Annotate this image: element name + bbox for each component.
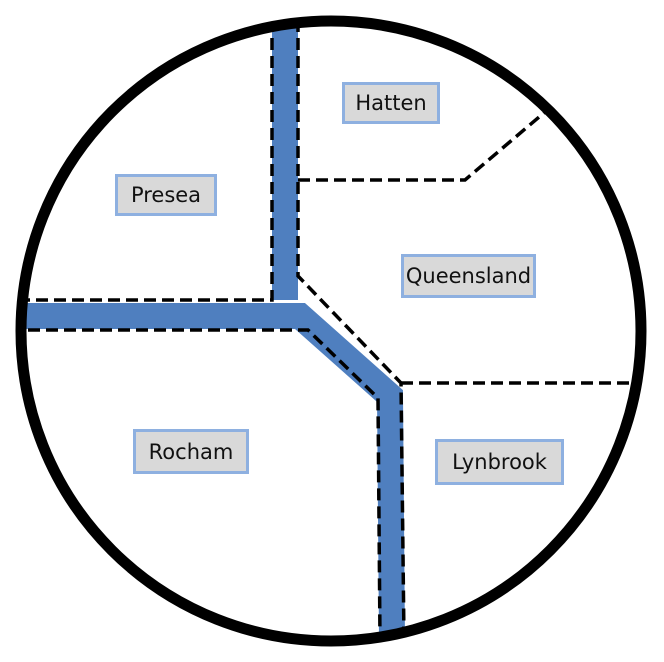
- boundary-hatten: [298, 110, 547, 182]
- map-border: [15, 15, 647, 647]
- region-label-hatten: Hatten: [342, 82, 440, 124]
- boundary-road-east: [296, 21, 406, 641]
- boundary-presea: [21, 21, 274, 302]
- region-label-lynbrook: Lynbrook: [435, 439, 564, 485]
- region-label-queensland: Queensland: [401, 254, 536, 298]
- boundary-rocham: [21, 328, 382, 641]
- region-label-presea: Presea: [115, 174, 217, 216]
- road: [21, 21, 405, 641]
- region-label-rocham: Rocham: [133, 429, 249, 474]
